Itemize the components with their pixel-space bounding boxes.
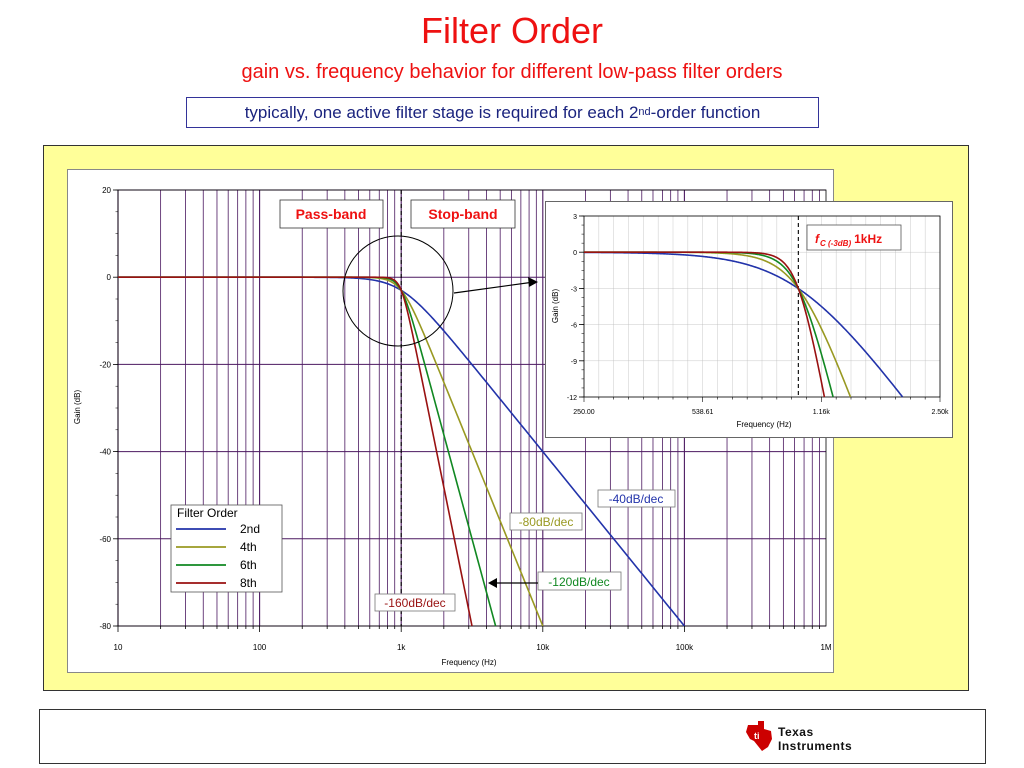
legend-label-2nd: 2nd	[240, 522, 260, 536]
slide-title: Filter Order	[420, 10, 604, 51]
series-line-8th	[584, 251, 826, 398]
brand-line-1: Texas	[778, 725, 814, 739]
slope-80-label: -80dB/dec	[509, 512, 583, 531]
x-tick-label: 10	[114, 643, 123, 652]
legend-label-8th: 8th	[240, 576, 257, 590]
legend: Filter Order 2nd 4th 6th 8th	[170, 504, 283, 593]
x-tick-label: 100k	[676, 643, 694, 652]
brand-line-2: Instruments	[778, 739, 852, 753]
slope-80-text: -80dB/dec	[519, 515, 574, 529]
y-tick-label: -9	[571, 359, 577, 366]
texas-instruments-logo: ti Texas Instruments	[744, 719, 884, 755]
x-tick-label: 1M	[820, 643, 831, 652]
zoom-arrow-head	[528, 277, 538, 287]
legend-title: Filter Order	[177, 506, 238, 520]
note-text-end: -order function	[650, 102, 761, 122]
slope-160-text: -160dB/dec	[384, 596, 445, 610]
y-tick-label: 20	[102, 186, 111, 195]
inset-x-axis-label: Frequency (Hz)	[736, 420, 791, 429]
slope-160-label: -160dB/dec	[374, 593, 456, 612]
inset-chart: 3 0 -3 -6 -9 -12 250.00 538.61 1.16k 2.50k Freque…	[545, 201, 953, 438]
slide-subtitle: gain vs. frequency behavior for differen…	[241, 61, 783, 83]
slope-40-label: -40dB/dec	[597, 489, 676, 508]
note-box: typically, one active filter stage is re…	[186, 97, 819, 128]
cutoff-value: 1kHz	[854, 232, 882, 246]
y-tick-label: -20	[99, 360, 111, 369]
x-tick-label: 10k	[536, 643, 550, 652]
series-line-8th	[118, 276, 473, 627]
y-tick-label: 3	[573, 214, 577, 221]
footer-bar	[39, 709, 986, 764]
x-tick-label: 2.50k	[931, 409, 949, 416]
cutoff-sub: C (-3dB)	[820, 239, 851, 248]
x-tick-label: 250.00	[573, 409, 595, 416]
x-tick-label: 100	[253, 643, 267, 652]
x-tick-label: 1k	[397, 643, 406, 652]
main-y-axis-label: Gain (dB)	[73, 390, 82, 425]
y-tick-label: -60	[99, 535, 111, 544]
y-tick-label: -12	[567, 395, 577, 402]
slope-120-arrow-head	[488, 578, 497, 588]
stop-band-text: Stop-band	[428, 206, 497, 222]
slope-120-text: -120dB/dec	[548, 575, 609, 589]
zoom-circle	[342, 235, 454, 347]
legend-label-6th: 6th	[240, 558, 257, 572]
y-tick-label: -3	[571, 286, 577, 293]
y-tick-label: 0	[573, 250, 577, 257]
inset-y-axis-label: Gain (dB)	[551, 289, 560, 324]
inset-chart-svg: 3 0 -3 -6 -9 -12 250.00 538.61 1.16k 2.50k Freque…	[551, 214, 949, 429]
pass-band-label: Pass-band	[279, 199, 384, 229]
pass-band-text: Pass-band	[296, 206, 367, 222]
ti-map-icon: ti Texas Instruments	[746, 721, 852, 753]
x-tick-label: 538.61	[692, 409, 714, 416]
zoom-arrow	[453, 281, 535, 294]
note-text-start: typically, one active filter stage is re…	[244, 102, 639, 122]
y-tick-label: 0	[107, 273, 112, 282]
y-tick-label: -6	[571, 323, 577, 330]
main-x-axis-label: Frequency (Hz)	[441, 658, 496, 667]
slope-40-text: -40dB/dec	[609, 492, 664, 506]
y-tick-label: -80	[99, 622, 111, 631]
svg-text:ti: ti	[754, 731, 760, 741]
y-tick-label: -40	[99, 448, 111, 457]
cutoff-f: f	[815, 232, 820, 246]
legend-label-4th: 4th	[240, 540, 257, 554]
note-superscript: nd	[638, 105, 651, 118]
slope-120-label: -120dB/dec	[537, 571, 622, 591]
svg-text:fC (-3dB)1kHz: fC (-3dB)1kHz	[815, 232, 882, 248]
cutoff-label: fC (-3dB)1kHz	[806, 224, 902, 251]
x-tick-label: 1.16k	[813, 409, 831, 416]
stop-band-label: Stop-band	[410, 199, 516, 229]
